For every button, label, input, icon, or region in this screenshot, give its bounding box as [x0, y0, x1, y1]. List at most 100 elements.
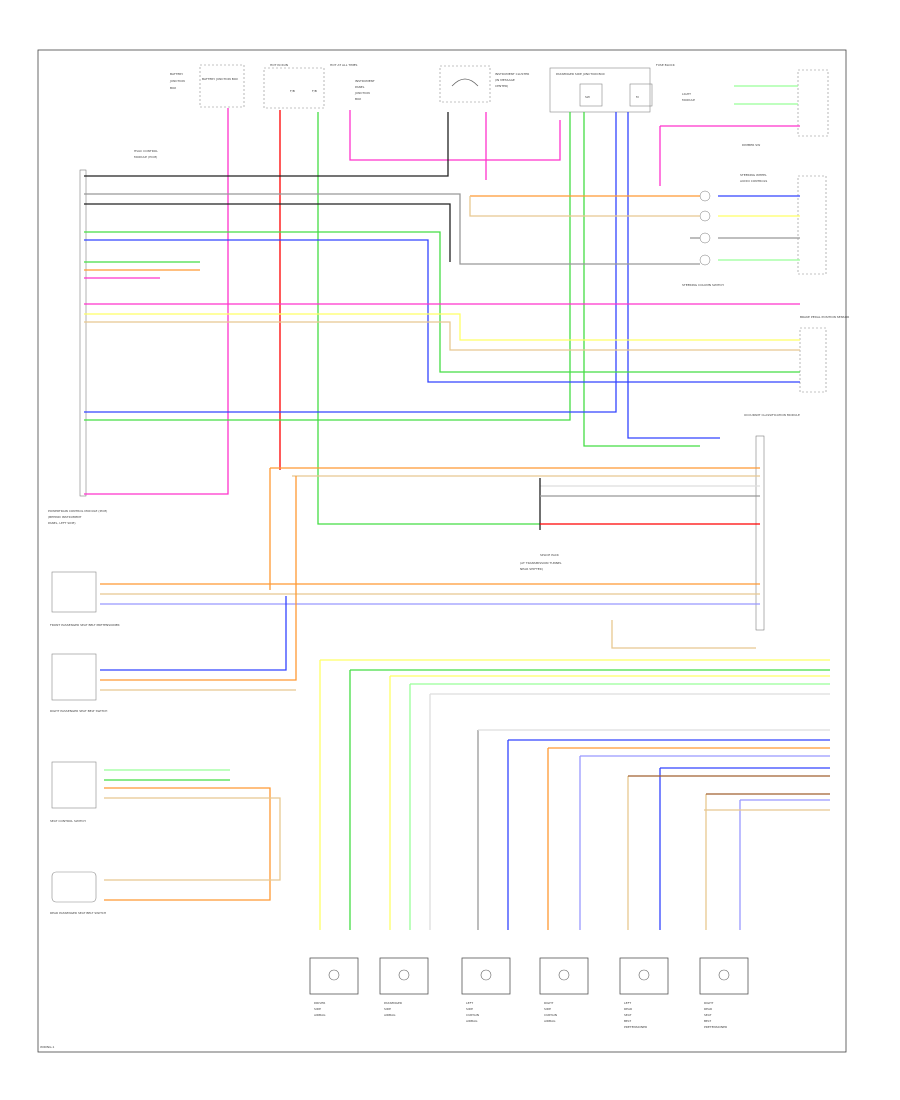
- bottom-component-title-word: AIRBAG: [314, 1013, 326, 1017]
- wire-green-run: [317, 112, 540, 525]
- svg-text:INSTRUMENT: INSTRUMENT: [355, 79, 375, 83]
- svg-text:DIMMER SW: DIMMER SW: [742, 143, 760, 147]
- airbag-icon: [480, 969, 492, 981]
- svg-text:STEERING WHEEL: STEERING WHEEL: [740, 173, 767, 177]
- wire-pink-bjb: [84, 108, 229, 495]
- svg-text:RIGHT PASSENGER SEAT BELT SWIT: RIGHT PASSENGER SEAT BELT SWITCH: [50, 709, 107, 713]
- svg-text:HOT IN RUN: HOT IN RUN: [270, 63, 288, 67]
- svg-text:STEERING COLUMN SWITCH: STEERING COLUMN SWITCH: [682, 283, 724, 287]
- wire-blue-pjb: [84, 112, 617, 413]
- bottom-component-title-word: RIGHT: [704, 1001, 714, 1005]
- svg-text:INSTRUMENT CLUSTER: INSTRUMENT CLUSTER: [495, 72, 529, 76]
- svg-text:BOX: BOX: [170, 86, 176, 90]
- svg-text:PASSENGER SIDE JUNCTION BOX: PASSENGER SIDE JUNCTION BOX: [556, 72, 605, 76]
- wire-tan-scw: [104, 797, 281, 881]
- wire-green-pjb2: [583, 112, 700, 447]
- bottom-component-1: DRIVER SIDE AIRBAG: [309, 957, 359, 1017]
- brake-pedal-position-sensor: BRAKE PEDAL POSITION SENSOR: [799, 315, 849, 393]
- bottom-component-title-word: SEAT: [704, 1013, 712, 1017]
- passenger-side-junction-box: PASSENGER SIDE JUNCTION BOX SW M: [549, 67, 653, 113]
- svg-text:MODULE: MODULE: [682, 98, 695, 102]
- wire-tan-scs: [469, 196, 700, 217]
- bottom-component-title-word: CURTAIN: [466, 1013, 479, 1017]
- rear-passenger-seat-belt: REAR PASSENGER SEAT BELT SWITCH: [50, 871, 106, 915]
- svg-text:OCCUPANT CLASSIFICATION MODULE: OCCUPANT CLASSIFICATION MODULE: [744, 413, 800, 417]
- wire-green-pcm: [84, 231, 800, 373]
- svg-text:REAR PASSENGER SEAT BELT SWITC: REAR PASSENGER SEAT BELT SWITCH: [50, 911, 106, 915]
- svg-text:F/B: F/B: [290, 89, 295, 93]
- battery-junction-box: BATTERY JUNCTION BOX BATTERY JUNCTION BO…: [169, 64, 245, 108]
- bottom-component-title-word: AIRBAG: [384, 1013, 396, 1017]
- bottom-component-title-word: SIDE: [384, 1007, 391, 1011]
- hot-at-all-times-fuse: HOT AT ALL TIMES INSTRUMENT PANEL JUNCTI…: [330, 63, 375, 101]
- pcm-connector: HVAC CONTROL MODULE (HCM) POWERTRAIN CON…: [48, 149, 158, 525]
- wire-tan-occ: [611, 620, 756, 649]
- svg-text:M: M: [636, 95, 639, 99]
- svg-text:CENTER): CENTER): [495, 84, 508, 88]
- bottom-component-title-word: PASSENGER: [384, 1001, 402, 1005]
- svg-text:(BEHIND INSTRUMENT: (BEHIND INSTRUMENT: [48, 515, 82, 519]
- bottom-component-title-word: SIDE: [314, 1007, 321, 1011]
- right-passenger-seat-belt: RIGHT PASSENGER SEAT BELT SWITCH: [50, 653, 107, 713]
- wire-blue-pcm: [84, 239, 800, 383]
- bottom-component-title-word: AIRBAG: [466, 1019, 478, 1023]
- instrument-cluster: INSTRUMENT CLUSTER (IN MESSAGE CENTER): [439, 65, 529, 103]
- airbag-icon: [328, 969, 340, 981]
- svg-text:HOT AT ALL TIMES: HOT AT ALL TIMES: [330, 63, 358, 67]
- pcm-title: POWERTRAIN CONTROL MODULE (PCM): [48, 509, 107, 513]
- svg-text:HVAC CONTROL: HVAC CONTROL: [134, 149, 158, 153]
- fuse-block: FUSE BLOCK: [656, 63, 676, 67]
- svg-text:BOX: BOX: [355, 97, 361, 101]
- svg-text:LIGHT: LIGHT: [682, 92, 691, 96]
- svg-text:SW: SW: [585, 95, 590, 99]
- svg-text:NEAR SHIFTER): NEAR SHIFTER): [520, 567, 543, 571]
- bottom-component-title-word: LEFT: [466, 1001, 473, 1005]
- svg-text:FRONT PASSENGER SEAT BELT PRET: FRONT PASSENGER SEAT BELT PRETENSIONER: [50, 623, 120, 627]
- diagram-border: [37, 49, 847, 1053]
- bottom-component-title-word: SEAT: [624, 1013, 632, 1017]
- bottom-component-title-word: BELT: [624, 1019, 631, 1023]
- svg-text:(IN MESSAGE: (IN MESSAGE: [495, 78, 515, 82]
- airbag-icon: [398, 969, 410, 981]
- svg-text:JUNCTION: JUNCTION: [354, 91, 370, 95]
- wire-orange-rpsb: [100, 476, 297, 681]
- seat-belt-icon: [638, 969, 650, 981]
- svg-text:AUDIO CONTROLS: AUDIO CONTROLS: [740, 179, 767, 183]
- wire-gray-1: [84, 193, 700, 265]
- bottom-component-title-word: PRETENSIONER: [704, 1025, 727, 1029]
- bottom-component-title-word: SIDE: [544, 1007, 551, 1011]
- wire-pink-hot: [349, 110, 561, 161]
- bottom-component-title-word: PRETENSIONER: [624, 1025, 647, 1029]
- wire-blue-pjb2: [627, 112, 720, 439]
- bottom-component-title-word: DRIVER: [314, 1001, 325, 1005]
- bottom-component-title-word: BELT: [704, 1019, 711, 1023]
- hot-in-run-fuse: HOT IN RUN F/B F/B: [263, 63, 325, 109]
- svg-text:MODULE (HCM): MODULE (HCM): [134, 155, 157, 159]
- front-passenger-seat-belt: FRONT PASSENGER SEAT BELT PRETENSIONER: [50, 571, 120, 627]
- wire-layer: [84, 85, 830, 930]
- wire-orange-scw: [104, 787, 271, 901]
- steering-column-switch: STEERING WHEEL AUDIO CONTROLS STEERING C…: [682, 173, 827, 287]
- bottom-component-title-word: SIDE: [466, 1007, 473, 1011]
- bottom-component-title-word: CURTAIN: [544, 1013, 557, 1017]
- svg-text:SEAT CONTROL SWITCH: SEAT CONTROL SWITCH: [50, 819, 86, 823]
- bottom-component-title-word: LEFT: [624, 1001, 631, 1005]
- occupant-classification-module: OCCUPANT CLASSIFICATION MODULE: [744, 413, 800, 631]
- bottom-component-title-word: AIRBAG: [544, 1019, 556, 1023]
- bottom-component-row: DRIVER SIDE AIRBAG PASSENGER SIDE AIRBAG LEFT S…: [309, 957, 749, 1029]
- wire-green-pjb: [84, 112, 571, 421]
- svg-text:BATTERY: BATTERY: [170, 72, 183, 76]
- seat-control-switch: SEAT CONTROL SWITCH: [50, 761, 97, 823]
- footer-id: WIRING-1: [40, 1045, 54, 1049]
- battery-junction-box-title: BATTERY JUNCTION BOX: [202, 77, 238, 81]
- svg-text:BRAKE PEDAL POSITION SENSOR: BRAKE PEDAL POSITION SENSOR: [800, 315, 849, 319]
- wire-black-2: [84, 203, 451, 262]
- seat-belt-icon: [718, 969, 730, 981]
- dimmer-switch: LIGHT MODULE DIMMER SW: [682, 69, 829, 147]
- splice-pack: SPLICE PACK (AT TRANSMISSION TUNNEL NEAR…: [520, 553, 562, 571]
- svg-text:SPLICE PACK: SPLICE PACK: [540, 553, 560, 557]
